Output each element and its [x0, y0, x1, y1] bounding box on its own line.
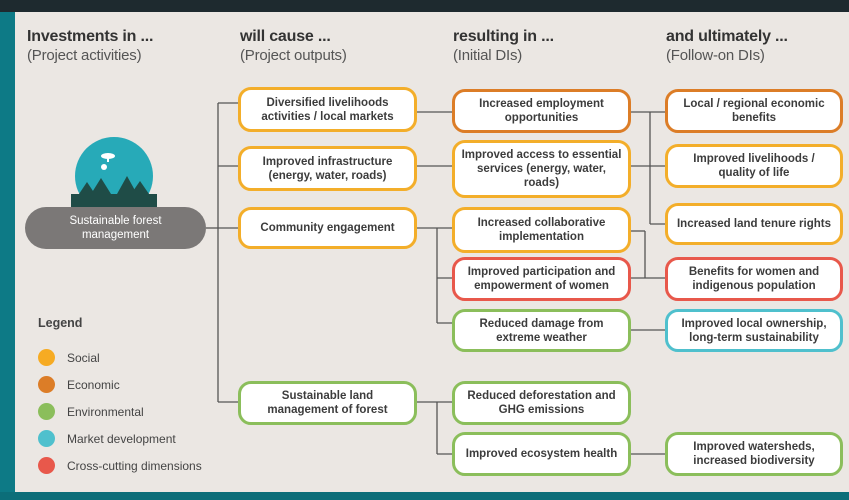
- box-label: Improved local ownership, long-term sust…: [681, 317, 827, 344]
- legend-label: Environmental: [67, 404, 144, 419]
- header-initial-dis: resulting in ... (Initial DIs): [453, 28, 554, 64]
- box-label: Reduced damage from extreme weather: [479, 317, 604, 344]
- output-diversified-livelihoods: Diversified livelihoods activities / loc…: [238, 87, 417, 132]
- initial-collaborative-implementation: Increased collaborative implementation: [452, 207, 631, 253]
- legend-label: Cross-cutting dimensions: [67, 458, 202, 473]
- followon-improved-livelihoods: Improved livelihoods / quality of life: [665, 144, 843, 188]
- legend-label: Social: [67, 350, 100, 365]
- legend-label: Market development: [67, 431, 176, 446]
- legend-item-cross-cutting: Cross-cutting dimensions: [38, 452, 202, 479]
- header-outputs: will cause ... (Project outputs): [240, 28, 347, 64]
- initial-reduced-deforestation: Reduced deforestation and GHG emissions: [452, 381, 631, 425]
- box-label: Increased collaborative implementation: [477, 217, 606, 243]
- followon-economic-benefits: Local / regional economic benefits: [665, 89, 843, 133]
- box-label: Increased land tenure rights: [676, 218, 831, 230]
- legend-item-economic: Economic: [38, 371, 202, 398]
- environmental-color-dot: [38, 403, 55, 420]
- top-bar: [0, 0, 849, 12]
- header-subtitle: (Project outputs): [240, 47, 347, 64]
- box-label: Improved access to essential services (e…: [461, 149, 622, 189]
- social-color-dot: [38, 349, 55, 366]
- forest-icon: [71, 137, 157, 216]
- cross-cutting-color-dot: [38, 457, 55, 474]
- header-activities: Investments in ... (Project activities): [27, 28, 153, 64]
- legend: Legend Social Economic Environmental Mar…: [38, 316, 202, 479]
- box-label: Benefits for women and indigenous popula…: [688, 266, 820, 292]
- legend-item-environmental: Environmental: [38, 398, 202, 425]
- header-followon-dis: and ultimately ... (Follow-on DIs): [666, 28, 788, 64]
- header-subtitle: (Follow-on DIs): [666, 47, 765, 64]
- activity-label: Sustainable forest management: [69, 215, 162, 241]
- box-label: Reduced deforestation and GHG emissions: [467, 390, 616, 416]
- initial-participation-women: Improved participation and empowerment o…: [452, 257, 631, 301]
- box-label: Improved participation and empowerment o…: [467, 266, 616, 292]
- header-title: resulting in ...: [453, 28, 554, 45]
- header-title: Investments in ...: [27, 28, 154, 45]
- followon-land-tenure-rights: Increased land tenure rights: [665, 203, 843, 245]
- header-subtitle: (Initial DIs): [453, 47, 523, 64]
- box-label: Local / regional economic benefits: [683, 98, 825, 124]
- output-community-engagement: Community engagement: [238, 207, 417, 249]
- box-label: Improved livelihoods / quality of life: [693, 153, 815, 179]
- economic-color-dot: [38, 376, 55, 393]
- box-label: Increased employment opportunities: [479, 98, 604, 124]
- header-title: will cause ...: [240, 28, 331, 45]
- box-label: Improved infrastructure (energy, water, …: [262, 155, 393, 182]
- initial-reduced-damage-weather: Reduced damage from extreme weather: [452, 309, 631, 352]
- header-subtitle: (Project activities): [27, 47, 142, 64]
- output-improved-infrastructure: Improved infrastructure (energy, water, …: [238, 146, 417, 191]
- legend-label: Economic: [67, 377, 120, 392]
- legend-item-social: Social: [38, 344, 202, 371]
- legend-title: Legend: [38, 316, 83, 330]
- header-title: and ultimately ...: [666, 28, 788, 45]
- box-label: Improved ecosystem health: [465, 448, 618, 460]
- initial-improved-ecosystem-health: Improved ecosystem health: [452, 432, 631, 476]
- legend-item-market-development: Market development: [38, 425, 202, 452]
- followon-local-ownership: Improved local ownership, long-term sust…: [665, 309, 843, 352]
- output-sustainable-land-management: Sustainable land management of forest: [238, 381, 417, 425]
- activity-sustainable-forest-management: Sustainable forest management: [25, 207, 206, 249]
- box-label: Community engagement: [260, 222, 395, 234]
- followon-watersheds-biodiversity: Improved watersheds, increased biodivers…: [665, 432, 843, 476]
- bottom-bar: [0, 492, 849, 500]
- market-development-color-dot: [38, 430, 55, 447]
- box-label: Diversified livelihoods activities / loc…: [261, 96, 394, 123]
- initial-increased-employment: Increased employment opportunities: [452, 89, 631, 133]
- box-label: Improved watersheds, increased biodivers…: [693, 441, 815, 467]
- box-label: Sustainable land management of forest: [267, 390, 388, 416]
- initial-improved-access: Improved access to essential services (e…: [452, 140, 631, 198]
- followon-benefits-women-indigenous: Benefits for women and indigenous popula…: [665, 257, 843, 301]
